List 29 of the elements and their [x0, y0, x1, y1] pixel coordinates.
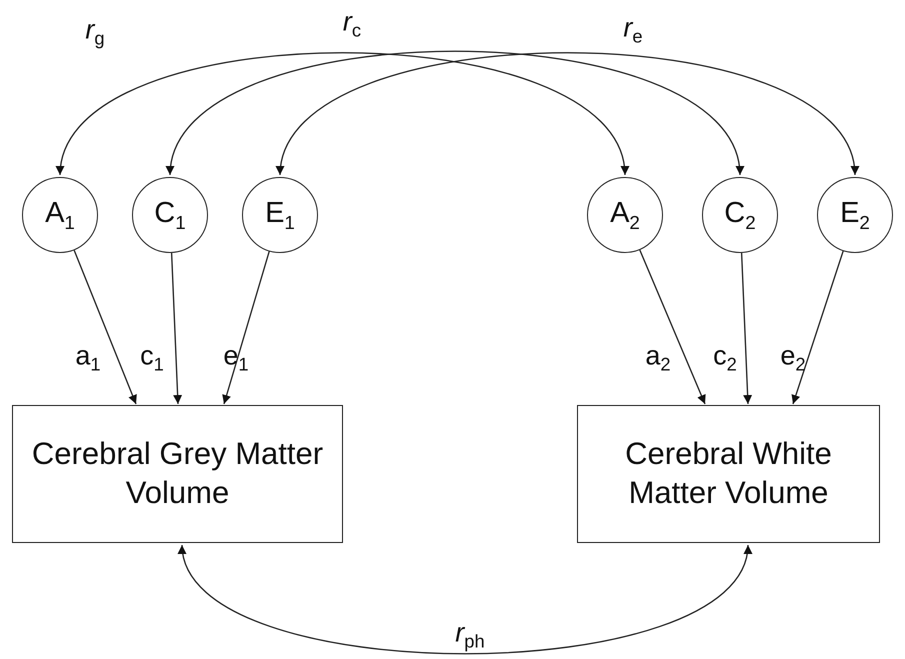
double-headed-arrow — [278, 52, 857, 176]
node-label: E$_{2}$ — [840, 196, 870, 235]
edge-label: e$_{1}$ — [222, 340, 250, 376]
arrow — [222, 251, 270, 404]
node-label: A$_{2}$ — [610, 196, 640, 235]
double-headed-arrow — [58, 52, 627, 176]
node-label: E$_{1}$ — [265, 196, 295, 235]
double-headed-arrow — [168, 50, 742, 176]
arrow — [170, 252, 182, 404]
node-label: Cerebral Grey Matter Volume — [30, 435, 324, 512]
node-label: C$_{1}$ — [154, 196, 186, 235]
edge-label: a$_{1}$ — [74, 340, 102, 376]
observed-variable-box — [577, 405, 880, 543]
edge-label: a$_{2}$ — [644, 340, 672, 376]
edge-label: r$_{g}$ — [84, 14, 106, 50]
node-label: A$_{1}$ — [45, 196, 75, 235]
double-headed-arrow — [180, 544, 750, 654]
node-label: C$_{2}$ — [724, 196, 756, 235]
edge-label: c$_{2}$ — [712, 340, 738, 376]
arrow — [740, 252, 752, 404]
arrow — [792, 250, 844, 404]
edge-label: e$_{2}$ — [779, 340, 807, 376]
edge-label: c$_{1}$ — [139, 340, 165, 376]
arrow — [74, 250, 137, 404]
arrow — [639, 250, 706, 404]
observed-variable-box — [12, 405, 343, 543]
node-label: Cerebral White Matter Volume — [624, 435, 833, 512]
edge-label: r$_{e}$ — [622, 12, 644, 48]
edge-label: r$_{c}$ — [342, 6, 362, 42]
